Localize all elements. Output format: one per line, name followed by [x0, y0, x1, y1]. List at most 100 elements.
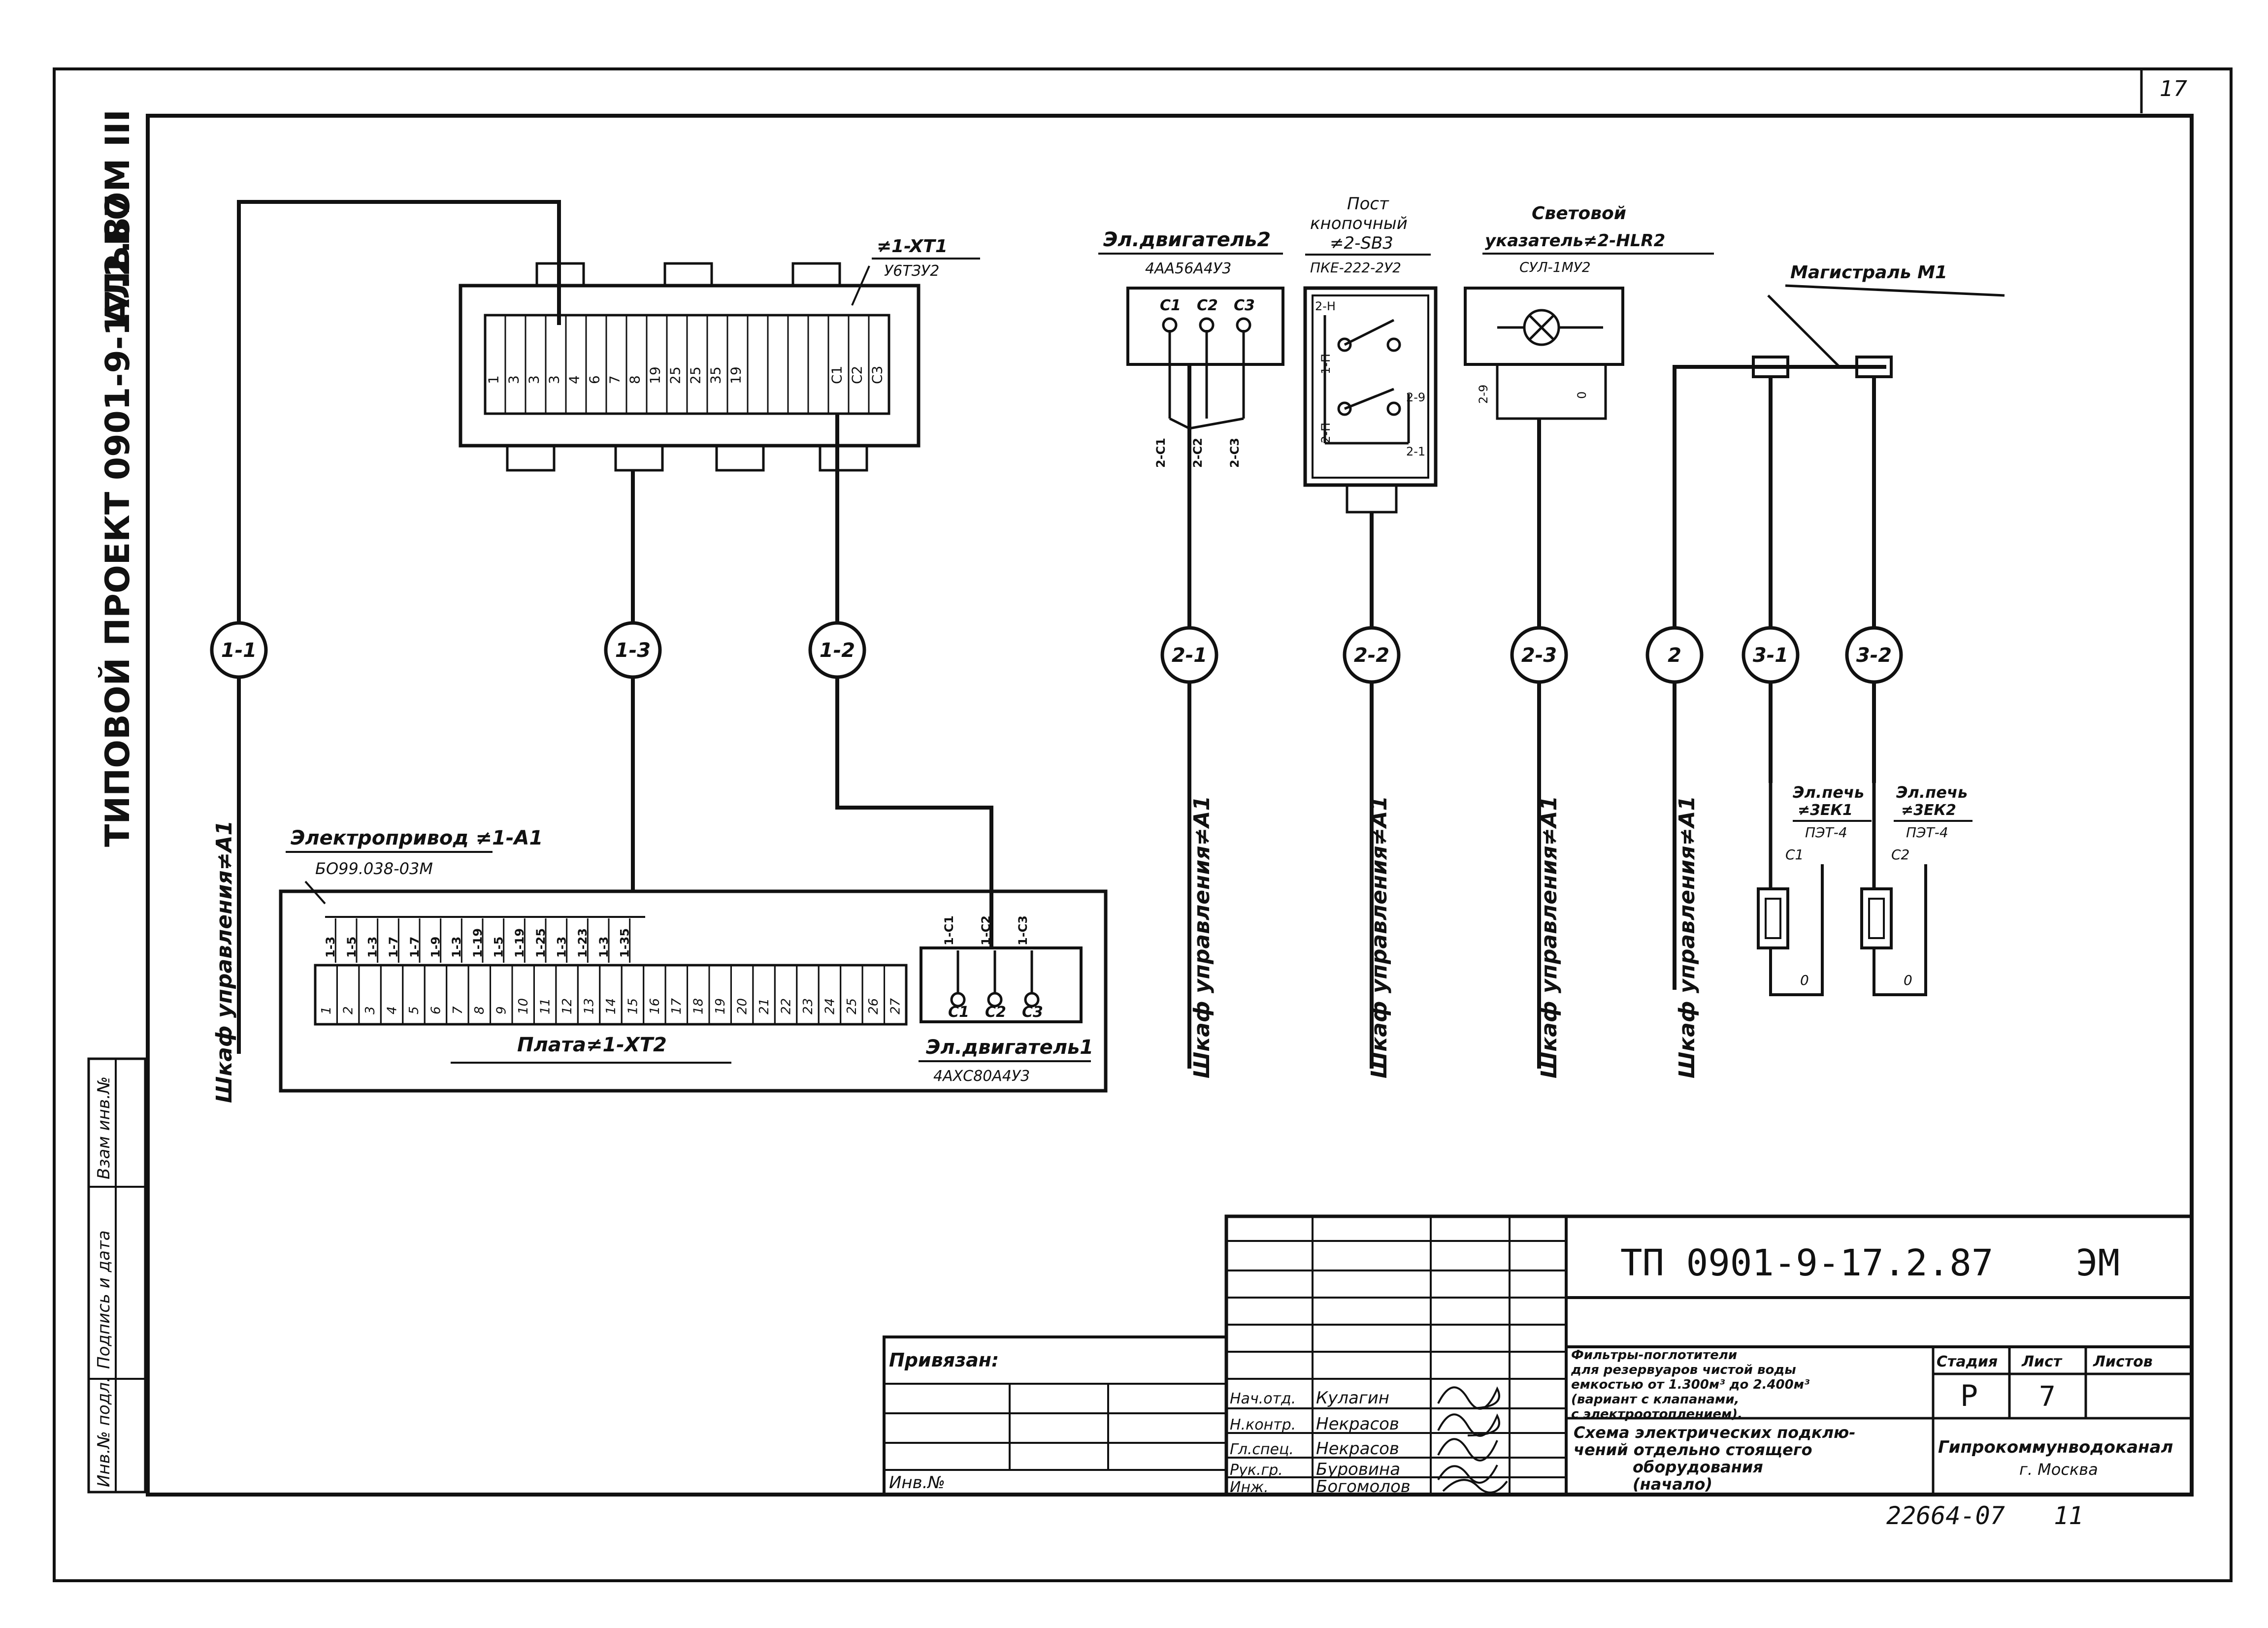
heaters: Эл.печь ≠3ЕК1 ПЭТ-4 C1 0 Эл.печь ≠3ЕК2 П…	[1757, 783, 1972, 996]
cable-marker	[1510, 626, 1568, 684]
heater-1-bottom: 0	[1800, 972, 1809, 988]
tb1-terminal-label: 3	[526, 375, 542, 384]
role-label: Н.контр.	[1230, 1416, 1296, 1433]
motor_2-pin-icon	[1199, 317, 1215, 333]
light-label-1: Световой	[1532, 203, 1626, 224]
tb1-cell	[807, 314, 829, 415]
heater-2-type: ПЭТ-4	[1906, 824, 1948, 841]
heater-1-type: ПЭТ-4	[1805, 824, 1847, 841]
board-terminal-label: 2	[341, 1006, 356, 1014]
side-title: ТИПОВОЙ ПРОЕКТ 0901-9-17.2.87 АЛЬБОМ III	[98, 109, 137, 847]
description-line: Фильтры-поглотители	[1571, 1348, 1737, 1363]
motor_1-pin-label: C2	[985, 1004, 1006, 1021]
tb1-cell	[848, 314, 870, 415]
board-terminal-label: 1	[319, 1006, 334, 1014]
stage-header: Стадия	[1937, 1353, 1998, 1370]
archive-sheet: 11	[2054, 1501, 2083, 1530]
board-wire-mark: 1-3	[324, 937, 337, 958]
board-cell	[358, 964, 382, 1025]
board-wire-mark: 1-7	[408, 937, 422, 958]
board-cell	[490, 964, 513, 1025]
board-terminal-label: 7	[451, 1006, 465, 1014]
side-project-title: ТИПОВОЙ ПРОЕКТ 0901-9-17.2.87	[98, 194, 137, 847]
board-cell	[511, 964, 535, 1025]
board-terminal-label: 18	[691, 998, 706, 1014]
board-terminal-label: 12	[560, 998, 575, 1014]
cable-marker	[604, 621, 662, 679]
board-terminal-label: 16	[648, 998, 662, 1014]
board-cell	[708, 964, 732, 1025]
board-cell	[664, 964, 689, 1025]
motor_2-pin-label: C2	[1197, 297, 1218, 314]
description-line: для резервуаров чистой воды	[1571, 1363, 1796, 1377]
push-button-label-2: кнопочный	[1310, 214, 1408, 233]
board-wire-mark: 1-3	[366, 937, 380, 958]
board-wire-mark: 1-3	[555, 937, 569, 958]
board-terminal-label: 9	[494, 1006, 509, 1014]
tb1-terminal-label: 35	[708, 366, 724, 384]
person-name: Некрасов	[1316, 1439, 1399, 1459]
board-cell	[818, 964, 842, 1025]
archive-number: 22664-07	[1886, 1501, 2005, 1530]
sheet-title-line: оборудования	[1633, 1458, 1763, 1476]
stamp-inv-podl: Инв.№ подл.	[94, 1377, 114, 1487]
tb1-terminal-label: 4	[566, 375, 583, 384]
trunk-m1: Магистраль М1	[1673, 262, 2005, 990]
heater-1-pos: ≠3ЕК1	[1798, 802, 1853, 819]
tb1-cell	[625, 314, 648, 415]
motor-2-label: Эл.двигатель2	[1103, 228, 1271, 251]
board-wire-mark: 1-35	[618, 928, 632, 958]
side-album-title: АЛЬБОМ III	[99, 109, 137, 325]
board-cell	[555, 964, 579, 1025]
board-cell	[380, 964, 404, 1025]
cable-marker	[1742, 626, 1800, 684]
light-label-2: указатель≠2-HLR2	[1485, 231, 1665, 251]
heater-1-mark: C1	[1785, 847, 1804, 863]
project-code: ТП 0901-9-17.2.87	[1620, 1242, 1993, 1284]
cable-marker	[1645, 626, 1704, 684]
board-terminal-label: 20	[735, 998, 750, 1014]
inv-no-label: Инв.№	[889, 1473, 945, 1493]
motor-2: Эл.двигатель2 4АА56А4У3 C12-C1C22-C2C32-…	[1098, 228, 1284, 468]
motor_1-wire-label: 1-C2	[979, 915, 993, 945]
tb1-terminal-label: 3	[546, 375, 562, 384]
board-terminal-label: 21	[757, 998, 772, 1014]
board-terminal-label: 11	[538, 998, 553, 1014]
tb1-label: ≠1-XT1	[877, 236, 948, 257]
board-cell	[752, 964, 776, 1025]
sheet-header: Лист	[2021, 1353, 2063, 1370]
tb1-terminal-label: 6	[587, 375, 603, 384]
board-terminal-label: 19	[713, 998, 728, 1014]
motor_2-wire-label: 2-C1	[1154, 438, 1168, 468]
motor_2-wire-label: 2-C3	[1228, 438, 1242, 468]
sheet-title-line: чений отдельно стоящего	[1574, 1440, 1812, 1459]
tb1-terminal-label: 7	[607, 375, 623, 384]
cable-marker-label: 3-1	[1753, 644, 1788, 667]
actuator-label: Электропривод ≠1-А1	[291, 827, 543, 849]
cable-marker-label: 2-2	[1354, 644, 1389, 667]
board-cell	[424, 964, 448, 1025]
tb1-terminal-label: 8	[627, 375, 643, 384]
cable-marker-label: 2-3	[1521, 644, 1557, 667]
role-label: Нач.отд.	[1230, 1390, 1296, 1407]
board-cell	[796, 964, 820, 1025]
tb1-cell	[504, 314, 526, 415]
board-terminal-label: 26	[866, 998, 881, 1014]
right-wires	[1187, 364, 1876, 1069]
cable-marker-label: 1-3	[615, 639, 651, 662]
board-terminal-label: 24	[822, 998, 837, 1014]
tb1-cell	[686, 314, 708, 415]
tb1-cell	[646, 314, 668, 415]
tb1-terminal-label: 19	[728, 366, 744, 384]
cabinet-label: Шкаф управления≠А1	[1367, 796, 1392, 1078]
motor-1-sublabel: 4АХС80А4У3	[933, 1068, 1030, 1085]
board-wire-mark: 1-9	[429, 937, 443, 958]
board-wire-mark: 1-25	[534, 928, 548, 958]
board-cell	[687, 964, 710, 1025]
